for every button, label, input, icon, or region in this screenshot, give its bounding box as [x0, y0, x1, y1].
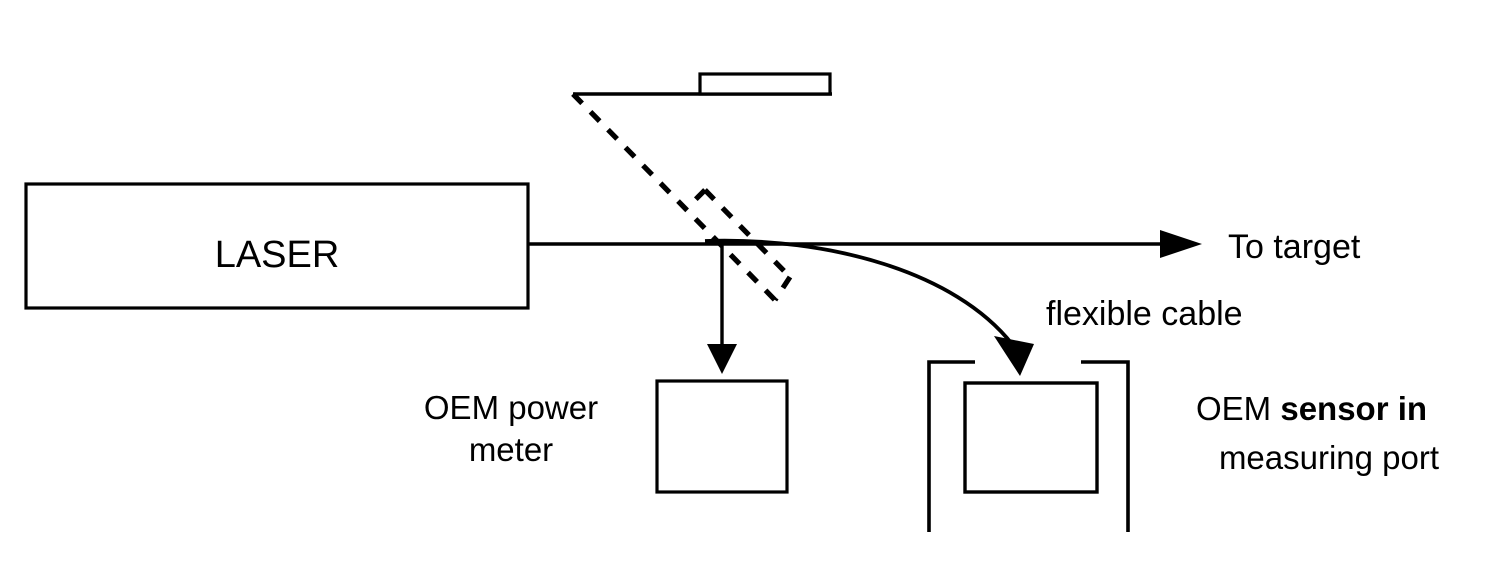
- beam-splitter-bottom-edge: [772, 275, 793, 302]
- laser-source-box: [24, 182, 530, 310]
- oem-sensor-label-bold: sensor in: [1280, 390, 1427, 427]
- beam-splitter-back-edge: [703, 188, 792, 279]
- oem-power-meter-label-line2: meter: [469, 431, 553, 468]
- mount-block: [698, 72, 832, 96]
- flexible-cable-label: flexible cable: [1046, 295, 1243, 333]
- measuring-port-bracket-left: [927, 360, 975, 532]
- measuring-port-bracket-right: [1081, 360, 1130, 532]
- oem-power-meter-label-line1: OEM power: [424, 389, 598, 426]
- beam-splitter-top-edge: [688, 188, 707, 207]
- beam-splitter-front-edge: [571, 92, 777, 302]
- laser-label: LASER: [215, 234, 340, 276]
- flexible-cable-curve: [704, 238, 1014, 346]
- flexible-cable-arrowhead: [994, 336, 1034, 376]
- oem-sensor-label-line1: OEM sensor in: [1196, 390, 1427, 427]
- oem-sensor-box: [963, 381, 1099, 494]
- oem-power-meter-box: [655, 379, 789, 494]
- beam-splitter-plate: [571, 92, 793, 302]
- oem-sensor-label-regular: OEM: [1196, 390, 1280, 427]
- measuring-port-bracket: [927, 360, 1130, 532]
- to-target-label: To target: [1228, 228, 1361, 266]
- sampled-beam-arrowhead: [707, 344, 737, 374]
- main-beam-arrowhead: [1160, 230, 1202, 258]
- oem-sensor-label-line2: measuring port: [1219, 439, 1439, 476]
